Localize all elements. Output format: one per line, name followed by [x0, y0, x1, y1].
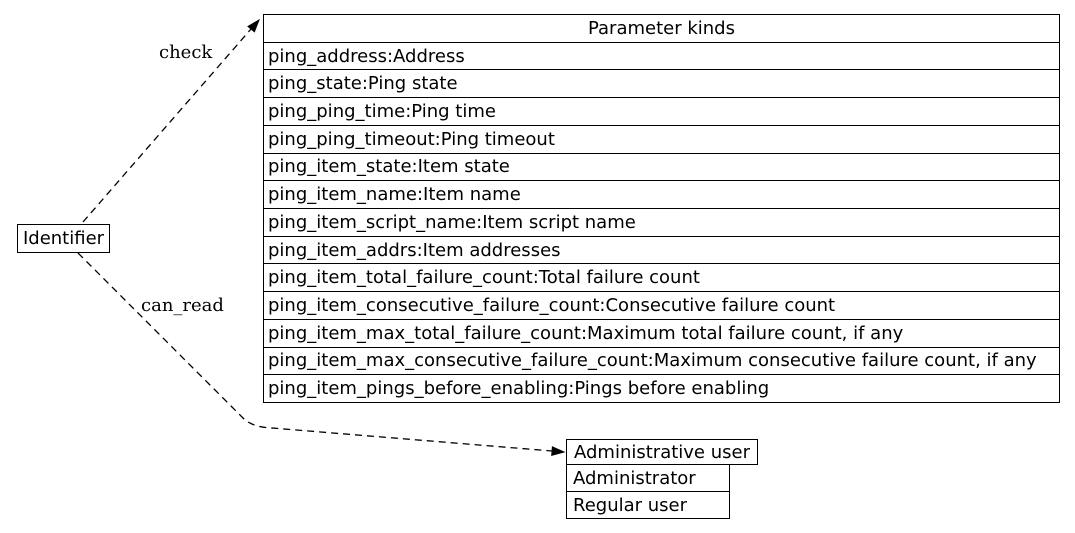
edge-label-check: check — [159, 42, 213, 63]
check-arrowhead — [247, 18, 260, 33]
parameter-row: ping_item_addrs:Item addresses — [264, 237, 1059, 265]
parameter-row: ping_item_pings_before_enabling:Pings be… — [268, 378, 770, 400]
parameter-row: ping_item_name:Item name — [264, 181, 1059, 210]
node-identifier: Identifier — [17, 224, 110, 253]
node-administrative-user-title: Administrative user — [566, 439, 758, 465]
parameter-row: ping_item_state:Item state — [264, 154, 1059, 182]
admin-user-row: Regular user — [566, 491, 730, 519]
parameter-row: ping_item_consecutive_failure_count:Cons… — [264, 292, 1059, 320]
parameter-row: ping_item_script_name:Item script name — [264, 209, 1059, 237]
parameter-row: ping_item_max_total_failure_count:Maximu… — [264, 320, 1059, 348]
node-parameter-kinds: Parameter kinds ping_address:Address pin… — [263, 14, 1060, 403]
parameter-row: ping_ping_time:Ping time — [264, 98, 1059, 126]
parameter-row: ping_ping_timeout:Ping timeout — [264, 126, 1059, 154]
parameter-row: ping_item_total_failure_count:Total fail… — [264, 264, 1059, 293]
parameter-kinds-title: Parameter kinds — [264, 15, 1059, 43]
parameter-row: ping_address:Address — [264, 43, 1059, 71]
admin-user-row: Administrator — [566, 464, 730, 492]
can-read-arrowhead — [551, 446, 566, 456]
edge-label-can-read: can_read — [141, 295, 224, 316]
parameter-row: ping_item_max_consecutive_failure_count:… — [264, 348, 1059, 376]
parameter-row: ping_state:Ping state — [264, 70, 1059, 99]
